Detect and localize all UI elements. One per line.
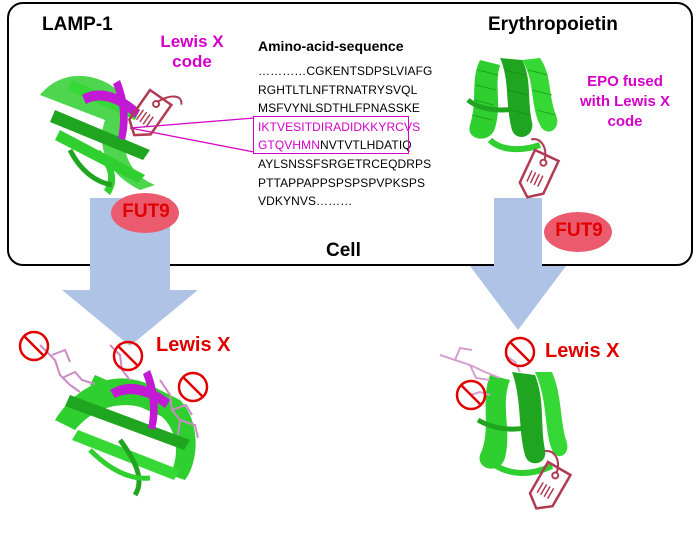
- lamp1-protein-top: [40, 75, 155, 195]
- amino-acid-sequence: …………CGKENTSDPSLVIAFG RGHTLTLNFTRNATRYSVQ…: [258, 62, 432, 211]
- fut9-label-right: FUT9: [555, 220, 603, 241]
- sequence-line: VDKYNVS………: [258, 194, 353, 209]
- glycan-sticks-left: [39, 344, 199, 439]
- lewis-x-code-highlight-box: [253, 116, 409, 154]
- lewis-x-code-label: Lewis X code: [152, 32, 232, 72]
- sequence-line-highlight: IKTVESITDIRADIDKKYRCVS: [258, 119, 421, 134]
- lewis-x-label-left: Lewis X: [156, 334, 231, 356]
- lewis-x-code-line2: code: [172, 52, 212, 71]
- lamp1-title: LAMP-1: [42, 14, 113, 35]
- sequence-line: MSFVYNLSDTHLFPNASSKE: [258, 101, 421, 116]
- fut9-label-left: FUT9: [122, 201, 170, 222]
- epo-protein-bottom: [476, 372, 568, 476]
- lewis-x-markers-right: [455, 336, 536, 411]
- sequence-line: RGHTLTLNFTRNATRYSVQL: [258, 82, 418, 97]
- fut9-ellipse-left: [111, 193, 179, 233]
- sequence-line: PTTAPPAPPSPSPSPVPKSPS: [258, 175, 426, 190]
- sequence-line: …………CGKENTSDPSLVIAFG: [258, 64, 433, 78]
- lewis-x-markers-left: [18, 330, 209, 403]
- tag-icon-epo-bottom: [528, 450, 573, 510]
- sequence-line: GTQVHMNNVTVTLHDATIQ: [258, 136, 432, 155]
- sequence-line: AYLSNSSFSRGETRCEQDRPS: [258, 156, 432, 171]
- glycan-sticks-right: [439, 346, 521, 396]
- epo-fused-line1: EPO fused: [587, 73, 663, 90]
- amino-acid-title: Amino-acid-sequence: [258, 38, 404, 54]
- epo-fused-line3: code: [607, 113, 643, 130]
- tag-icon-epo-top: [518, 138, 561, 199]
- fut9-ellipse-right: [544, 212, 612, 252]
- lewis-x-code-line1: Lewis X: [160, 32, 224, 51]
- epo-fused-line2: with Lewis X: [579, 93, 670, 110]
- epo-fused-label: EPO fused with Lewis X code: [560, 72, 690, 132]
- lamp1-protein-bottom: [55, 370, 196, 497]
- right-arrow: [470, 198, 566, 330]
- sequence-rest: NVTVTLHDATIQ: [320, 138, 412, 153]
- cell-label: Cell: [326, 240, 361, 261]
- sequence-highlight: GTQVHMN: [258, 138, 321, 153]
- erythropoietin-title: Erythropoietin: [488, 14, 618, 35]
- lewis-x-label-right: Lewis X: [545, 340, 620, 362]
- epo-protein-top: [466, 58, 558, 153]
- tag-icon-lamp1: [127, 88, 183, 137]
